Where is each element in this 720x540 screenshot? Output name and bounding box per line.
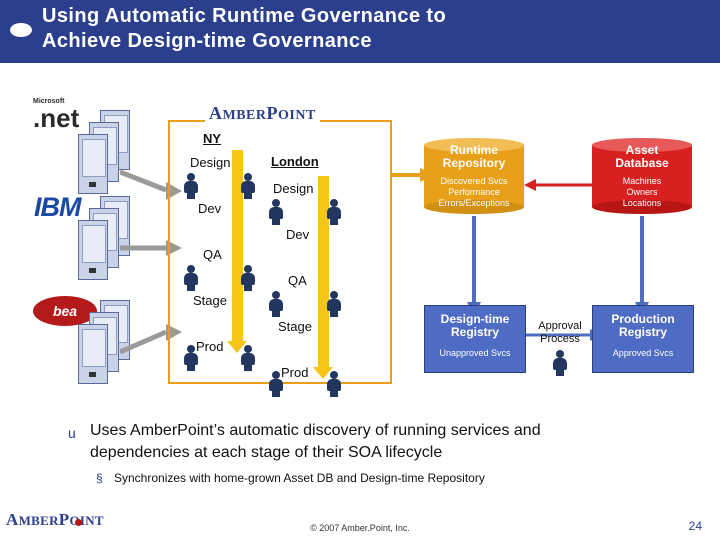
microsoft-label: Microsoft	[33, 98, 65, 105]
stack-connector-arrows	[120, 169, 182, 355]
cylinder-bottom	[424, 200, 524, 214]
server-icon	[78, 220, 108, 280]
person-icon	[268, 291, 284, 317]
runtime-repository-title-line2: Repository	[442, 156, 506, 170]
label-ny: NY	[203, 131, 222, 146]
design-time-registry-title: Design-time Registry	[425, 313, 525, 339]
cylinder-body	[424, 145, 524, 207]
ellipse-bullet-icon	[10, 23, 32, 37]
diamond-bullet-icon: u	[68, 425, 76, 441]
amberpoint-logo-oint: OINT	[278, 108, 316, 123]
person-icon	[183, 345, 199, 371]
cylinder-top	[592, 138, 692, 152]
bullet-primary-line2: dependencies at each stage of their SOA …	[90, 444, 443, 461]
label-london-dev: Dev	[286, 227, 310, 242]
approval-line1: Approval	[538, 320, 582, 332]
server-icon	[78, 134, 108, 194]
label-london-stage: Stage	[278, 319, 312, 334]
label-ny-dev: Dev	[198, 201, 222, 216]
asset-database-title-line2: Database	[615, 156, 669, 170]
bullet-primary-line1a: Uses Amber	[90, 422, 178, 439]
runtime-repository-detail-3: Errors/Exceptions	[438, 198, 510, 208]
server-stack-dotnet	[78, 110, 138, 202]
server-icon	[78, 324, 108, 384]
footer-logo-dot-icon	[75, 519, 82, 526]
copyright-text: © 2007 Amber.Point, Inc.	[310, 523, 410, 533]
slide-header: Using Automatic Runtime Governance to Ac…	[0, 0, 720, 63]
footer-logo: AMBERPOINT	[6, 510, 104, 530]
slide-number: 24	[688, 519, 702, 533]
runtime-repository-details: Discovered Svcs Performance Errors/Excep…	[424, 176, 524, 209]
label-london-design: Design	[273, 181, 314, 196]
bullet-primary: u Uses AmberPoint’s automatic discovery …	[68, 420, 668, 464]
production-registry-detail: Approved Svcs	[612, 348, 674, 358]
label-ny-design: Design	[190, 155, 231, 170]
person-icon	[240, 265, 256, 291]
label-ny-prod: Prod	[196, 339, 224, 354]
cylinder-top	[424, 138, 524, 152]
amberpoint-logo-mber: MBER	[222, 108, 267, 123]
ny-lifecycle-arrow	[227, 150, 247, 353]
production-registry-title: Production Registry	[593, 313, 693, 339]
runtime-repository-detail-1: Discovered Svcs	[440, 176, 508, 186]
asset-database-title-line1: Asset	[625, 143, 659, 157]
bullet-primary-line1: Uses AmberPoint’s automatic discovery of…	[90, 420, 668, 442]
label-ny-qa: QA	[203, 247, 222, 262]
production-registry: Production Registry Approved Svcs	[592, 305, 694, 373]
bullet-secondary-text: Synchronizes with home-grown Asset DB an…	[114, 471, 485, 485]
footer-logo-a: A	[6, 510, 19, 529]
asset-database-detail-1: Machines	[622, 176, 662, 186]
runtime-repository-detail-2: Performance	[448, 187, 500, 197]
approval-process-label: Approval Process	[531, 320, 589, 346]
footer-logo-mber: MBER	[18, 513, 59, 528]
design-time-registry-detail: Unapproved Svcs	[439, 348, 511, 358]
asset-database: Asset Database Machines Owners Locations	[592, 138, 692, 214]
approval-line2: Process	[540, 333, 580, 345]
person-icon	[240, 345, 256, 371]
amberpoint-logo-a: A	[209, 103, 223, 123]
bea-logo: bea	[33, 296, 97, 326]
label-ny-stage: Stage	[193, 293, 227, 308]
footer-logo-p: P	[58, 510, 70, 529]
ibm-logo: IBM	[34, 192, 81, 222]
person-icon	[268, 199, 284, 225]
person-icon	[326, 291, 342, 317]
person-icon	[183, 265, 199, 291]
amberpoint-logo-p: P	[266, 103, 278, 123]
production-registry-title-line2: Registry	[618, 325, 668, 339]
person-icon	[268, 371, 284, 397]
runtime-repository-title-line1: Runtime	[450, 143, 498, 157]
page-title-line1: Using Automatic Runtime Governance to	[42, 5, 447, 27]
label-london: London	[271, 154, 319, 169]
person-icon	[326, 199, 342, 225]
label-london-prod: Prod	[281, 365, 309, 380]
asset-database-detail-2: Owners	[626, 187, 658, 197]
bullet-secondary: § Synchronizes with home-grown Asset DB …	[96, 470, 666, 486]
bullet-primary-line1b: Point’s automatic discovery of running s…	[177, 422, 541, 439]
section-bullet-icon: §	[96, 471, 103, 485]
person-icon	[326, 371, 342, 397]
asset-database-title: Asset Database	[592, 144, 692, 170]
person-icon	[183, 173, 199, 199]
label-london-qa: QA	[288, 273, 307, 288]
runtime-repository: Runtime Repository Discovered Svcs Perfo…	[424, 138, 524, 214]
design-time-registry: Design-time Registry Unapproved Svcs	[424, 305, 526, 373]
runtime-repository-title: Runtime Repository	[424, 144, 524, 170]
design-time-registry-title-line2: Registry	[450, 325, 500, 339]
cylinder-bottom	[592, 200, 692, 214]
cylinder-body	[592, 145, 692, 207]
dotnet-label: .net	[33, 103, 80, 133]
page-title: Using Automatic Runtime Governance to Ac…	[42, 4, 702, 54]
asset-database-details: Machines Owners Locations	[592, 176, 692, 209]
dotnet-logo: Microsoft .net	[33, 98, 109, 134]
person-icon	[240, 173, 256, 199]
asset-database-detail-3: Locations	[622, 198, 662, 208]
production-registry-title-line1: Production	[611, 312, 675, 326]
london-lifecycle-arrow	[313, 176, 333, 379]
person-icon	[552, 350, 568, 376]
page-title-line2: Achieve Design-time Governance	[42, 30, 372, 52]
amberpoint-logo: AMBERPOINT	[205, 103, 320, 124]
design-time-registry-title-line1: Design-time	[440, 312, 510, 326]
